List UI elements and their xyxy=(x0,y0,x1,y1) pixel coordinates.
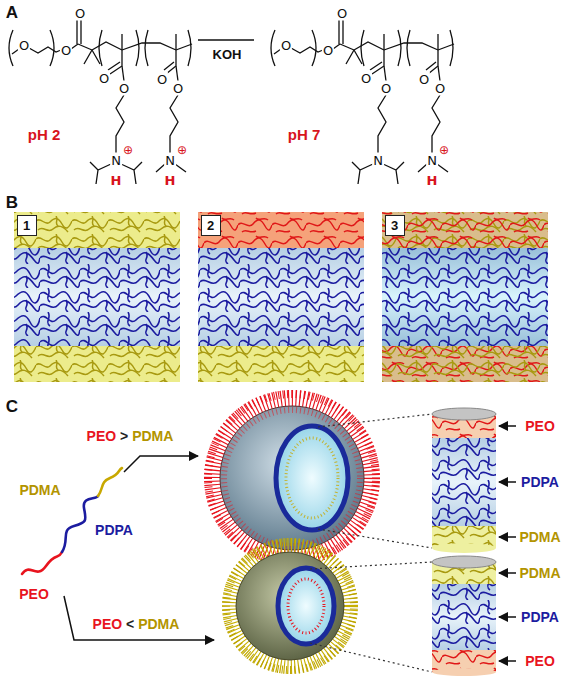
atom-label: H xyxy=(164,173,177,188)
atom-label: O xyxy=(380,81,392,96)
ph-label: pH 2 xyxy=(28,127,61,142)
polymer-structure xyxy=(9,20,192,184)
block-label: PDPA xyxy=(521,610,559,624)
atom-label: O xyxy=(118,81,130,96)
atom-label: N xyxy=(372,153,384,168)
label-part xyxy=(128,428,132,444)
label-part: PDMA xyxy=(138,616,179,632)
label-part: PEO xyxy=(87,428,117,444)
charge-symbol: ⊕ xyxy=(176,144,188,156)
atom-label: O xyxy=(18,38,30,53)
panel-letter: A xyxy=(6,4,18,21)
ph-label: pH 7 xyxy=(288,127,321,142)
panel-letter: C xyxy=(6,398,18,415)
atom-label: O xyxy=(418,72,430,87)
charge-symbol: ⊕ xyxy=(122,144,134,156)
pointer-arrows xyxy=(499,426,516,661)
block-label: PDPA xyxy=(95,523,133,537)
atom-label: O xyxy=(98,71,110,86)
vesicle xyxy=(208,394,376,562)
bilayer xyxy=(198,212,364,382)
block-label: PDMA xyxy=(519,530,560,544)
atom-label: O xyxy=(322,43,334,58)
block-label: PEO xyxy=(525,419,555,433)
step-number-box: 1 xyxy=(17,215,37,236)
assembly-arrow xyxy=(124,456,198,472)
reaction-line xyxy=(198,39,254,41)
step-number: 1 xyxy=(23,219,30,232)
panel-letter: B xyxy=(6,194,18,211)
atom-label: O xyxy=(74,6,86,21)
atom-label: N xyxy=(110,153,122,168)
ratio-label: PEO < PDMA xyxy=(93,617,180,631)
atom-label: O xyxy=(60,43,72,58)
atom-label: N xyxy=(426,153,438,168)
vesicle xyxy=(226,542,354,670)
assembly-arrow xyxy=(64,596,214,640)
atom-label: O xyxy=(156,72,168,87)
label-part: > xyxy=(120,428,128,444)
step-number: 2 xyxy=(207,219,214,232)
label-part: < xyxy=(126,616,134,632)
atom-label: H xyxy=(110,173,123,188)
bilayer xyxy=(14,212,180,382)
membrane-section xyxy=(432,556,496,676)
atom-label: O xyxy=(360,71,372,86)
atom-label: O xyxy=(434,81,446,96)
atom-label: N xyxy=(164,153,176,168)
bilayer xyxy=(382,212,548,382)
step-number: 3 xyxy=(391,219,398,232)
label-part xyxy=(116,428,120,444)
block-label: PEO xyxy=(525,654,555,668)
block-label: PDPA xyxy=(521,475,559,489)
label-part xyxy=(122,616,126,632)
block-label: PEO xyxy=(19,587,49,601)
atom-label: O xyxy=(172,81,184,96)
block-label: PDMA xyxy=(19,483,60,497)
label-part: PDMA xyxy=(132,428,173,444)
atom-label: O xyxy=(336,6,348,21)
label-part: PEO xyxy=(93,616,123,632)
polymer-structure xyxy=(271,20,454,184)
ratio-label: PEO > PDMA xyxy=(87,429,174,443)
charge-symbol: ⊕ xyxy=(438,144,450,156)
atom-label: O xyxy=(280,38,292,53)
step-number-box: 2 xyxy=(201,215,221,236)
zoom-lines xyxy=(310,414,432,672)
block-label: PDMA xyxy=(519,566,560,580)
step-number-box: 3 xyxy=(385,215,405,236)
label-part xyxy=(134,616,138,632)
reagent-label: KOH xyxy=(211,47,244,62)
atom-label: H xyxy=(426,173,439,188)
membrane-section xyxy=(432,408,496,553)
